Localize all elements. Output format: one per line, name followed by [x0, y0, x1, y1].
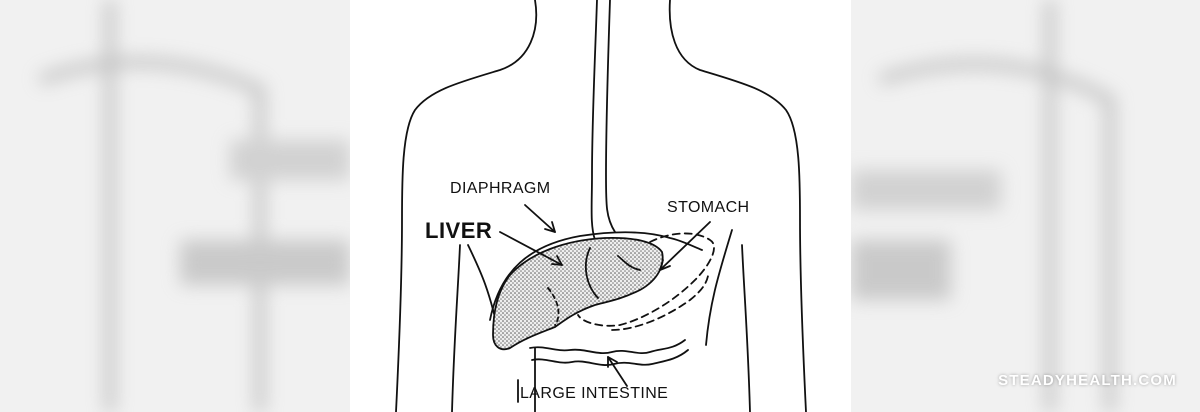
liver-arrow [499, 231, 563, 266]
large-intestine-label: LARGE INTESTINE [520, 385, 669, 402]
diaphragm-arrow [524, 204, 556, 233]
liver-label: LIVER [425, 218, 493, 243]
left-arm-inner [451, 244, 461, 412]
body-outline-right [668, 0, 807, 412]
stomach-label: STOMACH [667, 199, 750, 216]
site-watermark: STEADYHEALTH.COM [998, 372, 1177, 389]
ribcage-right [705, 229, 733, 346]
body-outline-left [395, 0, 538, 412]
liver-shape [492, 237, 664, 351]
right-arm-inner [741, 244, 751, 412]
anatomy-diagram [395, 0, 807, 412]
stomach-arrow [659, 221, 711, 271]
large-intestine-arrow [607, 356, 628, 387]
diaphragm-label: DIAPHRAGM [450, 180, 551, 197]
diaphragm-curve [489, 231, 703, 321]
stomach-outline [577, 232, 715, 327]
large-intestine [529, 339, 686, 355]
diagram-panel: DIAPHRAGM LIVER STOMACH LARGE INTESTINE [350, 0, 851, 412]
